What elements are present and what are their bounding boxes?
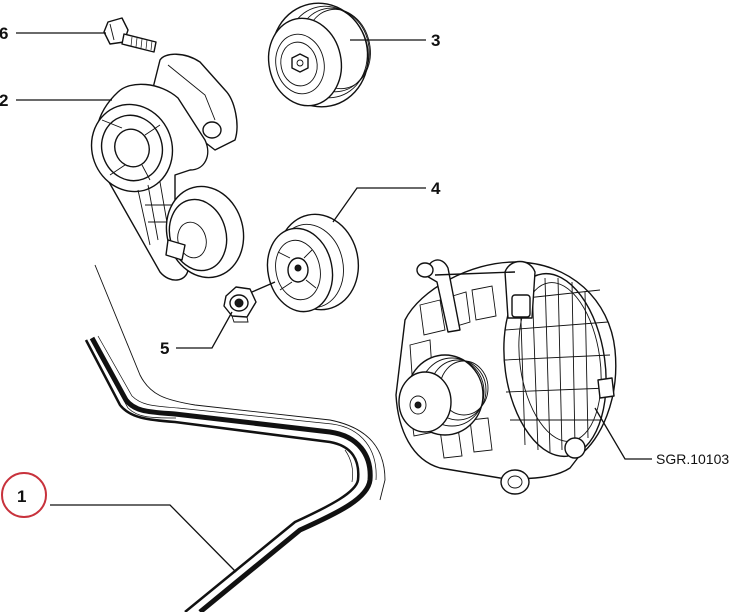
leader-lines [16, 32, 652, 573]
callout-6[interactable]: 6 [0, 24, 8, 43]
callout-4[interactable]: 4 [431, 179, 441, 198]
leader-line-5 [176, 311, 233, 349]
callout-3[interactable]: 3 [431, 31, 440, 50]
highlight-circle-part-1 [1, 472, 47, 518]
leader-line-4 [332, 187, 426, 223]
leader-line-code [594, 407, 652, 460]
leader-line-1 [50, 504, 237, 573]
callout-2[interactable]: 2 [0, 91, 8, 110]
callout-5[interactable]: 5 [160, 339, 169, 358]
nut-part-5[interactable] [223, 286, 257, 323]
idler-pulley-part-3[interactable] [261, 0, 378, 116]
drawing-code: SGR.10103 [656, 451, 729, 467]
alternator-illustration [395, 259, 617, 495]
idler-pulley-part-4[interactable] [260, 207, 367, 318]
belt-tensioner-part-2[interactable] [79, 53, 253, 286]
callout-1[interactable]: 1 [17, 487, 26, 506]
bolt-part-6[interactable] [103, 17, 157, 53]
drive-belt-part-1[interactable] [84, 264, 386, 612]
leader-line-5b [251, 281, 276, 293]
